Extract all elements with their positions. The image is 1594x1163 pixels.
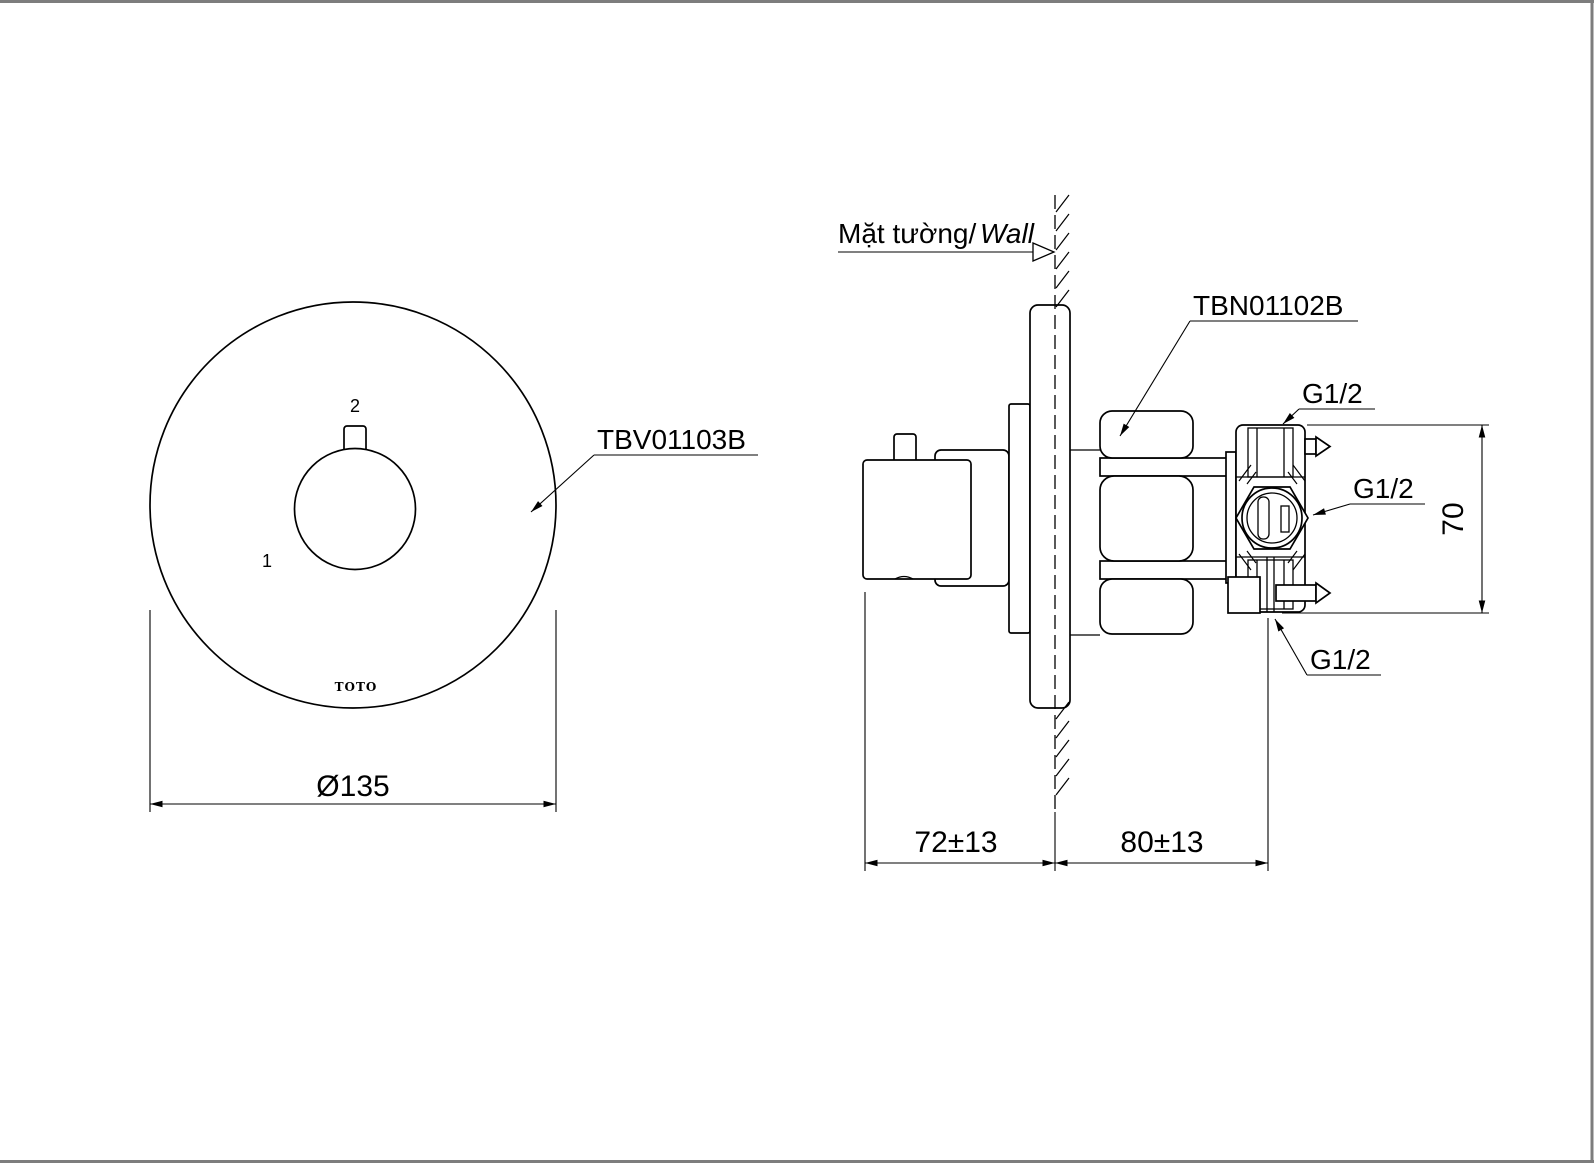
side-view: Mặt tường/ Wall TBN01102B G1/2 G1/2 G1/2: [838, 194, 1489, 871]
dimension-port-height: 70: [1282, 424, 1489, 614]
position-marking-1: 1: [262, 551, 272, 571]
body-neck-bottom: [1099, 560, 1233, 580]
cartridge-slot: [1257, 496, 1270, 540]
wall-flange: [1029, 304, 1071, 709]
body-lobe-top: [1099, 410, 1194, 459]
wall-label-vi: Mặt tường/: [838, 218, 976, 249]
body-lobe-bottom: [1099, 578, 1194, 635]
callout-g12-top: G1/2: [1282, 378, 1375, 425]
front-part-label: TBV01103B: [597, 424, 746, 455]
handle-knob-front: [293, 447, 417, 571]
height-dim-text: 70: [1437, 502, 1470, 535]
callout-g12-bottom: G1/2: [1274, 618, 1381, 676]
wall-hatching: [1055, 194, 1070, 796]
body-union-plate: [1225, 451, 1237, 584]
position-marking-2: 2: [350, 396, 360, 416]
side-part-label: TBN01102B: [1193, 290, 1343, 321]
callout-g12-middle: G1/2: [1312, 473, 1425, 516]
port-top-detail: [1236, 427, 1305, 478]
callout-tbn01102b: TBN01102B: [1119, 290, 1358, 437]
cartridge-stop: [1280, 505, 1290, 533]
callout-tbv01103b: TBV01103B: [530, 424, 758, 513]
body-neck-top: [1099, 457, 1233, 477]
front-view: 2 1 TOTO Ø135 TBV01103B: [149, 301, 914, 812]
hex-union-nut: [1235, 486, 1309, 550]
wall-front-dim-text: 72±13: [914, 826, 997, 859]
diameter-dim-text: Ø135: [316, 770, 389, 803]
escutcheon-plate: [1008, 403, 1031, 634]
callout-wall: Mặt tường/ Wall: [838, 218, 1056, 262]
handle-knob-side: [862, 459, 972, 580]
port-top-label: G1/2: [1302, 378, 1363, 409]
wall-section-line: [1054, 194, 1070, 812]
knob-bottom-notch: [894, 575, 914, 580]
port-bottom-label: G1/2: [1310, 644, 1371, 675]
spout-top: [1304, 435, 1332, 458]
wall-back-dim-text: 80±13: [1120, 826, 1203, 859]
wall-label-en: Wall: [980, 218, 1035, 249]
outlet-step-block: [1227, 576, 1261, 614]
wall-pointer-triangle: [1032, 242, 1056, 262]
body-lobe-middle: [1099, 475, 1194, 562]
dimension-wall-depth: 72±13 80±13: [864, 592, 1269, 871]
port-middle-label: G1/2: [1353, 473, 1414, 504]
spout-bottom: [1275, 581, 1332, 605]
brand-logo-text: TOTO: [335, 680, 378, 694]
dimension-diameter: Ø135: [149, 610, 557, 812]
